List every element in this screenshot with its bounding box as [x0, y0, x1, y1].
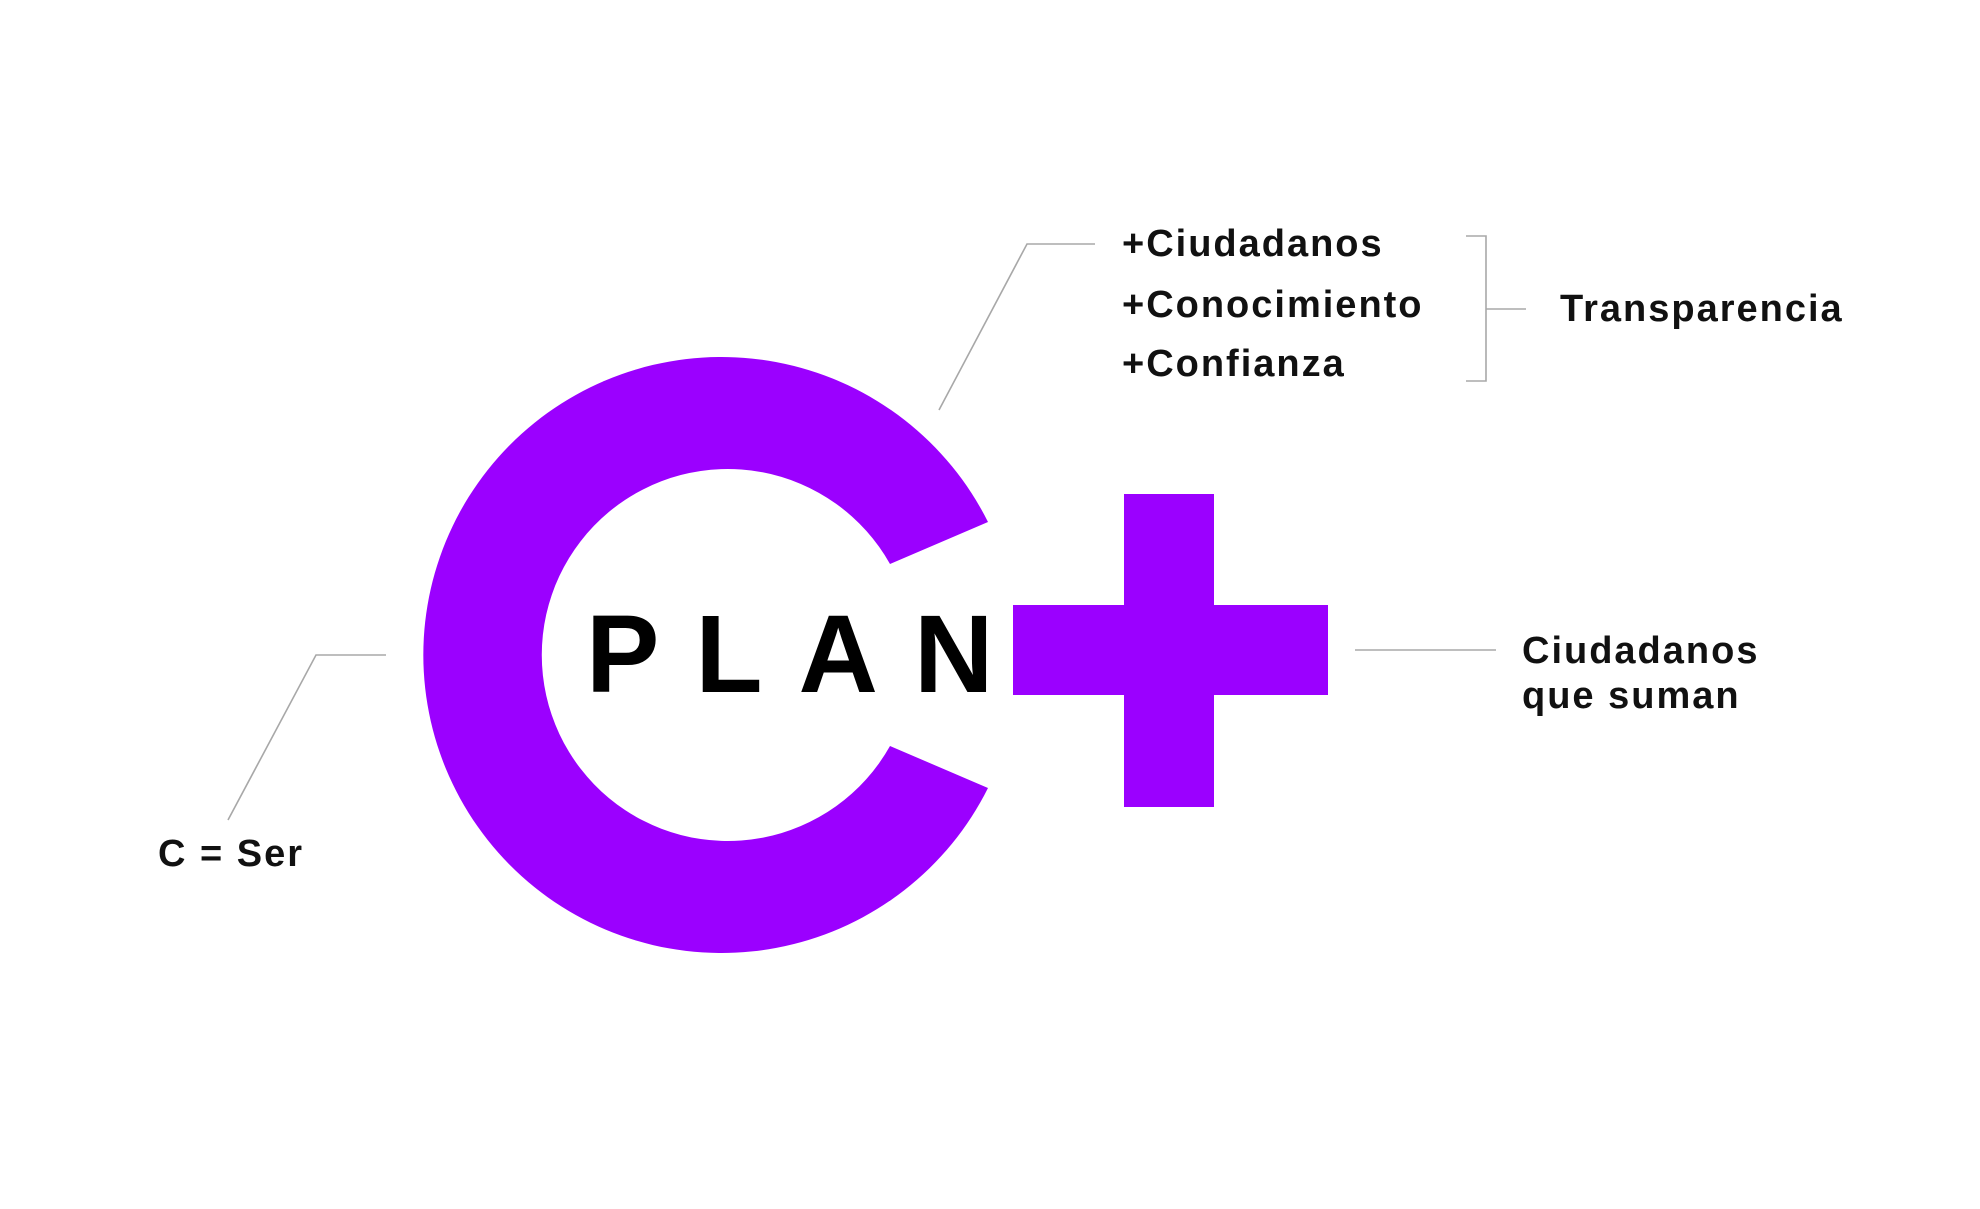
label-plus-meaning-line2: que suman [1522, 675, 1741, 717]
plus-list: +Ciudadanos +Conocimiento +Confianza [1122, 223, 1424, 385]
label-c-meaning: C = Ser [158, 833, 304, 875]
plus-list-item: +Ciudadanos [1122, 223, 1384, 265]
label-plus-meaning-line1: Ciudadanos [1522, 630, 1759, 672]
logo-word: PLAN [586, 593, 1029, 716]
logo: PLAN [423, 357, 1328, 954]
plus-list-item: +Confianza [1122, 343, 1346, 385]
plus-list-item: +Conocimiento [1122, 284, 1424, 326]
logo-c-ring [423, 357, 989, 954]
logo-plus-horizontal-bar [1013, 605, 1328, 695]
leader-line-c [227, 654, 386, 821]
leader-line-plus-list [938, 243, 1095, 411]
bracket [1466, 235, 1487, 382]
label-transparencia: Transparencia [1560, 288, 1844, 330]
